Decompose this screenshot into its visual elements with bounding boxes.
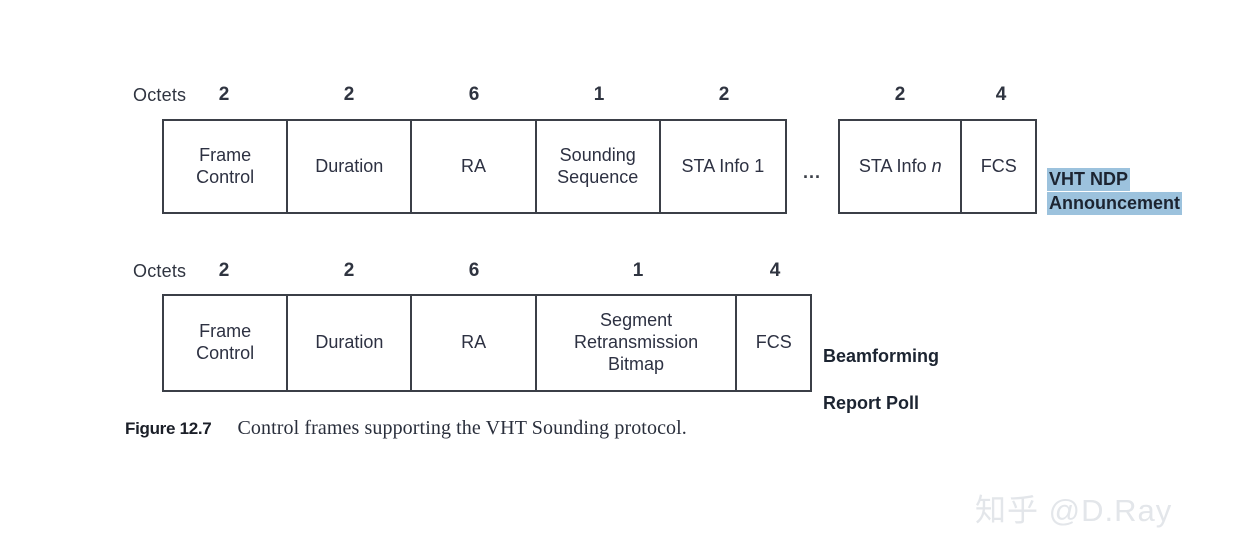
annotation-beamforming-report-poll: Beamforming Report Poll	[823, 322, 939, 439]
field-duration-label-row-1: Duration	[315, 155, 384, 176]
field-duration-label-row-2: Duration	[315, 332, 384, 353]
frame-group-vht-ndp-announcement-part-b: STA Info n FCS	[838, 119, 1037, 214]
field-ra-row-2: RA	[412, 296, 537, 390]
annotation-vht-ndp-announcement-line-1: VHT NDP	[1047, 168, 1131, 192]
octet-count-frame-control-row-1: 2	[218, 84, 230, 105]
octets-ruler-row-2: Octets 2 2 6 1 4	[133, 258, 1133, 284]
field-duration-row-1: Duration	[288, 121, 413, 212]
field-fcs-row-1: FCS	[962, 121, 1035, 212]
annotation-vht-ndp-announcement-line-2: Announcement	[1047, 191, 1183, 215]
octet-count-sta-info-1-row-1: 2	[718, 84, 730, 105]
octet-count-duration-row-2: 2	[343, 260, 355, 281]
frame-continuation-ellipsis: ...	[803, 162, 822, 182]
octet-count-frame-control-row-2: 2	[218, 260, 230, 281]
octet-count-fcs-row-1: 4	[995, 84, 1007, 105]
field-ra-label-row-2: RA	[461, 332, 487, 353]
field-sta-info-n-row-1: STA Info n	[840, 121, 963, 212]
annotation-beamforming-report-poll-line-1: Beamforming	[823, 346, 940, 367]
field-ra-label-row-1: RA	[461, 155, 487, 176]
field-fcs-label-row-1: FCS	[980, 155, 1017, 176]
field-segment-retransmission-bitmap-label-row-2: Segment Retransmission Bitmap	[574, 310, 699, 374]
octet-count-sta-info-n-row-1: 2	[894, 84, 906, 105]
field-sta-info-1-row-1: STA Info 1	[661, 121, 785, 212]
field-fcs-row-2: FCS	[737, 296, 810, 390]
frame-group-vht-ndp-announcement-part-a: Frame Control Duration RA Sounding Seque…	[162, 119, 787, 214]
octets-label-row-1: Octets	[133, 85, 187, 105]
octet-count-sounding-sequence-row-1: 1	[593, 84, 605, 105]
field-frame-control-label-row-2: Frame Control	[196, 321, 255, 363]
figure-caption-text: Control frames supporting the VHT Soundi…	[237, 417, 687, 439]
field-segment-retransmission-bitmap-row-2: Segment Retransmission Bitmap	[537, 296, 738, 390]
field-ra-row-1: RA	[412, 121, 537, 212]
field-sounding-sequence-row-1: Sounding Sequence	[537, 121, 661, 212]
octet-count-fcs-row-2: 4	[769, 260, 781, 281]
field-sounding-sequence-label-row-1: Sounding Sequence	[557, 144, 639, 187]
field-sta-info-n-label-row-1: STA Info n	[858, 155, 942, 176]
annotation-vht-ndp-announcement: VHT NDP Announcement	[1047, 145, 1183, 215]
frame-group-beamforming-report-poll: Frame Control Duration RA Segment Retran…	[162, 294, 812, 392]
octet-count-ra-row-2: 6	[468, 260, 480, 281]
octet-count-ra-row-1: 6	[468, 84, 480, 105]
figure-caption: Figure 12.7 Control frames supporting the…	[125, 417, 687, 440]
field-frame-control-label-row-1: Frame Control	[196, 144, 255, 187]
octet-count-segment-retransmission-bitmap-row-2: 1	[632, 260, 644, 281]
watermark-zhihu: 知乎 @D.Ray	[975, 493, 1173, 528]
field-fcs-label-row-2: FCS	[755, 332, 792, 353]
octets-ruler-row-1: Octets 2 2 6 1 2 2 4	[133, 82, 1133, 108]
field-frame-control-row-1: Frame Control	[164, 121, 289, 212]
octets-label-row-2: Octets	[133, 261, 187, 281]
field-frame-control-row-2: Frame Control	[164, 296, 289, 390]
field-sta-info-1-label-row-1: STA Info 1	[681, 155, 765, 176]
octet-count-duration-row-1: 2	[343, 84, 355, 105]
figure-caption-number: Figure 12.7	[125, 419, 212, 438]
annotation-beamforming-report-poll-line-2: Report Poll	[823, 393, 920, 414]
field-duration-row-2: Duration	[288, 296, 413, 390]
